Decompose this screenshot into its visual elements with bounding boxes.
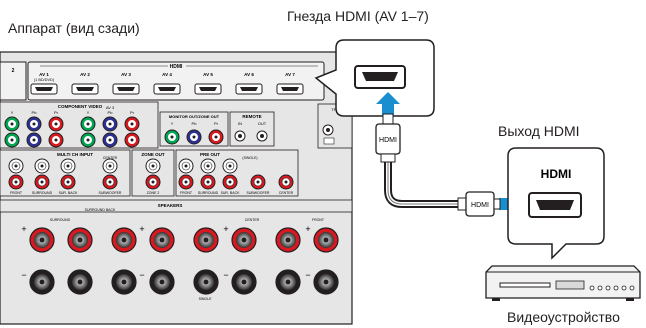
pre-out-label: PRE OUT — [200, 152, 220, 157]
polarity-mark: + — [21, 224, 26, 234]
single-speaker-label: SINGLE — [199, 297, 213, 301]
component-jack-label: Y — [87, 110, 90, 115]
monitor-out-label: MONITOR OUT/ZONE OUT — [169, 114, 220, 119]
hdmi-cable: HDMI HDMI — [375, 113, 501, 217]
monitor-pb-label: Pb — [192, 121, 198, 126]
zone2-label: ZONE 2 — [147, 191, 160, 195]
component-av3-label: AV 3 — [106, 105, 115, 110]
hdmi-jack-label: AV 7 — [285, 72, 295, 77]
remote-in-label: IN — [238, 121, 242, 126]
center-speaker-label: CENTER — [245, 218, 260, 222]
surround-speaker-label: SURROUND — [50, 218, 71, 222]
device-port-label: HDMI — [541, 167, 572, 181]
video-device-caption: Видеоустройство — [507, 309, 620, 325]
component-jack-label: Pb — [108, 110, 114, 115]
hdmi-jack-label: AV 2 — [80, 72, 90, 77]
arrow-to-receiver — [376, 92, 400, 116]
receiver-hdmi-jack-1: AV 1(1 BD/DVD) — [30, 72, 58, 95]
polarity-mark: − — [223, 270, 228, 280]
multi-ch-input-label: MULTI CH INPUT — [57, 152, 93, 157]
po-surround-label: SURROUND — [198, 191, 219, 195]
po-surback-label: SUR. BACK — [221, 191, 241, 195]
polarity-mark: + — [139, 224, 144, 234]
hdmi-jack-label: AV 4 — [162, 72, 172, 77]
mc-front-label: FRONT — [10, 191, 23, 195]
receiver-hdmi-jack-3: AV 3 — [112, 72, 140, 95]
component-jack-label: Pr — [130, 110, 135, 115]
hdmi-jack-label: AV 1 — [39, 72, 49, 77]
hdmi-header-label: HDMI — [170, 64, 183, 70]
po-subwoofer-label: SUBWOOFER — [247, 191, 270, 195]
polarity-mark: − — [139, 270, 144, 280]
receiver-hdmi-jack-2: AV 2 — [71, 72, 99, 95]
multi-center-label: CENTER — [103, 156, 118, 160]
hdmi-jack-label: AV 3 — [121, 72, 131, 77]
po-front-label: FRONT — [180, 191, 193, 195]
hdmi-jack-label: AV 5 — [203, 72, 213, 77]
zone-out-label: ZONE OUT — [141, 152, 165, 157]
device-hdmi-callout: HDMI — [507, 147, 605, 260]
surround-back-speaker-label: SURROUND BACK — [85, 208, 116, 212]
receiver-hdmi-jack-5: AV 5 — [194, 72, 222, 95]
receiver-hdmi-jack-6: AV 6 — [235, 72, 263, 95]
cable-plug-label-receiver: HDMI — [379, 137, 397, 144]
component-jack-label: Pr — [54, 110, 59, 115]
component-jack-label: Y — [11, 110, 14, 115]
polarity-mark: − — [305, 270, 310, 280]
receiver-hdmi-jack-4: AV 4 — [153, 72, 181, 95]
hdmi-jacks-caption: Гнезда HDMI (AV 1–7) — [287, 8, 429, 24]
receiver-hdmi-jack-7: AV 7 — [276, 72, 304, 95]
polarity-mark: + — [223, 224, 228, 234]
polarity-mark: − — [21, 270, 26, 280]
monitor-y-label: Y — [171, 121, 174, 126]
front-speaker-label: FRONT — [312, 218, 325, 222]
remote-label: REMOTE — [242, 114, 261, 119]
left-edge-number: 2 — [12, 68, 15, 74]
mc-subwoofer-label: SUBWOOFER — [99, 191, 122, 195]
hdmi-jack-label: AV 6 — [244, 72, 254, 77]
component-video-label: COMPONENT VIDEO — [58, 104, 103, 109]
cable-plug-label-device: HDMI — [471, 202, 489, 209]
mc-surback-label: SUR. BACK — [59, 191, 79, 195]
mc-surround-label: SURROUND — [32, 191, 53, 195]
unit-rear-caption: Аппарат (вид сзади) — [8, 20, 140, 36]
hdmi-jack-callout — [314, 39, 435, 117]
hdmi-output-caption: Выход HDMI — [498, 123, 580, 139]
hdmi-jack-sublabel: (1 BD/DVD) — [34, 78, 55, 82]
po-center-label: CENTER — [279, 191, 294, 195]
receiver-rear-panel: 2 HDMI AV 1(1 BD/DVD) AV 2 AV 3 AV 4 AV 5 AV … — [0, 51, 353, 325]
component-jack-label: Pb — [32, 110, 38, 115]
monitor-pr-label: Pr — [214, 121, 219, 126]
polarity-mark: + — [305, 224, 310, 234]
single-note-label: (SINGLE) — [242, 156, 257, 160]
video-device-player — [485, 265, 641, 301]
remote-out-label: OUT — [258, 121, 267, 126]
speakers-label: SPEAKERS — [158, 203, 183, 208]
